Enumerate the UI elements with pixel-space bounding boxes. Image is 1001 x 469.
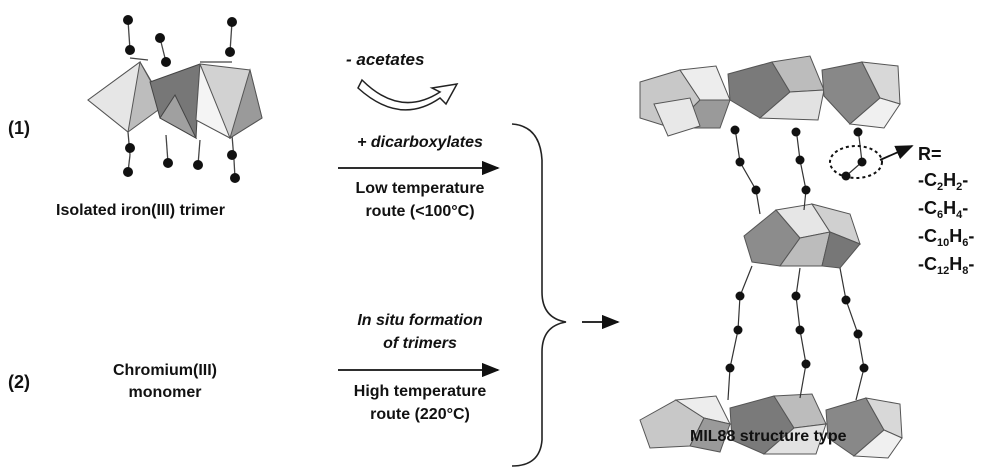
formula-prefix: -C [918, 226, 937, 246]
acetates-label: - acetates [346, 50, 425, 69]
formula-hydrogen: H [949, 254, 963, 274]
r-group-formula: -C6H4- [918, 198, 968, 221]
formula-suffix: - [968, 226, 975, 246]
carbon-count: 12 [937, 265, 950, 277]
hydrogen-count: 2 [956, 181, 963, 193]
formula-suffix: - [968, 254, 975, 274]
r-group-formula: -C2H2- [918, 170, 968, 193]
in-situ-line1: In situ formation [357, 312, 483, 329]
formula-prefix: -C [918, 170, 937, 190]
chromium-label-line1: Chromium(III) [113, 362, 217, 379]
chromium-label-line2: monomer [128, 384, 202, 401]
merging-curly-brace [511, 123, 567, 467]
r-group-highlight [829, 145, 883, 179]
iron-trimer-label: Isolated iron(III) trimer [56, 202, 225, 219]
low-temperature-line2: route (<100°C) [365, 203, 475, 220]
r-group-formula: -C12H8- [918, 254, 974, 277]
hydrogen-count: 8 [962, 265, 969, 277]
carbon-count: 10 [937, 237, 950, 249]
formula-prefix: -C [918, 198, 937, 218]
r-group-label: R= [918, 144, 942, 164]
hydrogen-count: 4 [956, 209, 963, 221]
low-temperature-line1: Low temperature [355, 180, 485, 197]
high-temperature-line1: High temperature [353, 383, 487, 400]
formula-prefix: -C [918, 254, 937, 274]
carbon-count: 6 [937, 209, 944, 221]
high-temperature-line2: route (220°C) [370, 406, 470, 423]
r-group-formula: -C10H6- [918, 226, 974, 249]
formula-suffix: - [962, 198, 969, 218]
formula-hydrogen: H [949, 226, 963, 246]
r-group-pointer-arrow [879, 145, 914, 161]
iron-trimer-illustration [87, 15, 263, 183]
route-2-number: (2) [8, 372, 30, 392]
dicarboxylates-label: + dicarboxylates [357, 134, 483, 151]
formula-hydrogen: H [943, 198, 957, 218]
acetate-loss-curved-arrow [357, 78, 459, 111]
in-situ-line2: of trimers [383, 335, 457, 352]
mil88-structure-illustration [639, 55, 914, 459]
route-1-number: (1) [8, 118, 30, 138]
formula-hydrogen: H [943, 170, 957, 190]
mil88-structure-label: MIL88 structure type [690, 428, 847, 445]
carbon-count: 2 [937, 181, 944, 193]
formula-suffix: - [962, 170, 969, 190]
hydrogen-count: 6 [962, 237, 969, 249]
